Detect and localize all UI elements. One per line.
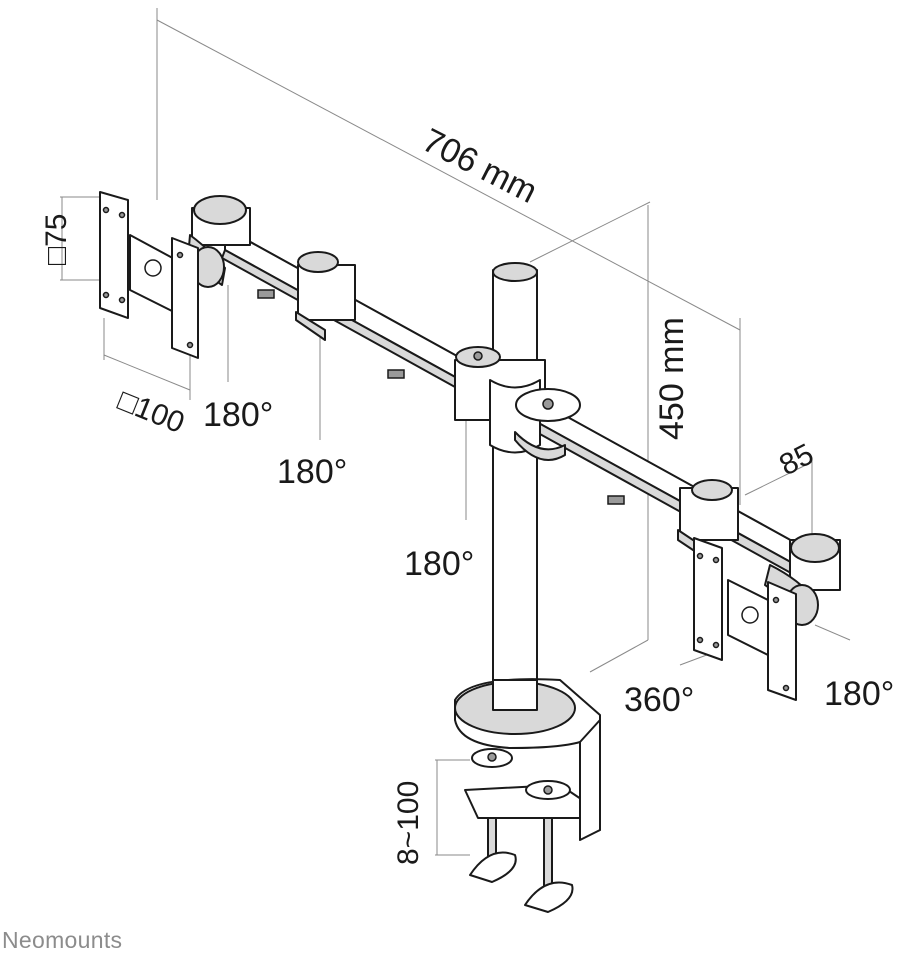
- width-dimension-label: 706 mm: [416, 121, 543, 211]
- left-arm-joint-label: 180°: [277, 453, 347, 491]
- pole-swivel-label: 360°: [624, 681, 694, 719]
- height-dimension-label: 450 mm: [653, 317, 691, 440]
- brand-logo: Neomounts: [2, 927, 123, 953]
- vesa-large-label: □100: [113, 384, 189, 440]
- right-head-tilt-label: 180°: [824, 675, 894, 713]
- vesa-small-label: □75: [40, 214, 73, 266]
- clamp-range-label: 8~100: [392, 781, 425, 865]
- desk-clamp: [454, 678, 601, 913]
- center-joint-label: 180°: [404, 545, 474, 583]
- center-joint: [454, 346, 581, 461]
- pole: [492, 262, 538, 711]
- labels: 706 mm 450 mm 85 □75 □100 8~100 180° 180…: [40, 121, 894, 865]
- right-monitor-head: [693, 533, 841, 701]
- left-slide-clamp: [295, 251, 356, 341]
- dimension-lines: [60, 8, 851, 856]
- left-head-tilt-label: 180°: [203, 396, 273, 434]
- left-monitor-head: [99, 191, 251, 359]
